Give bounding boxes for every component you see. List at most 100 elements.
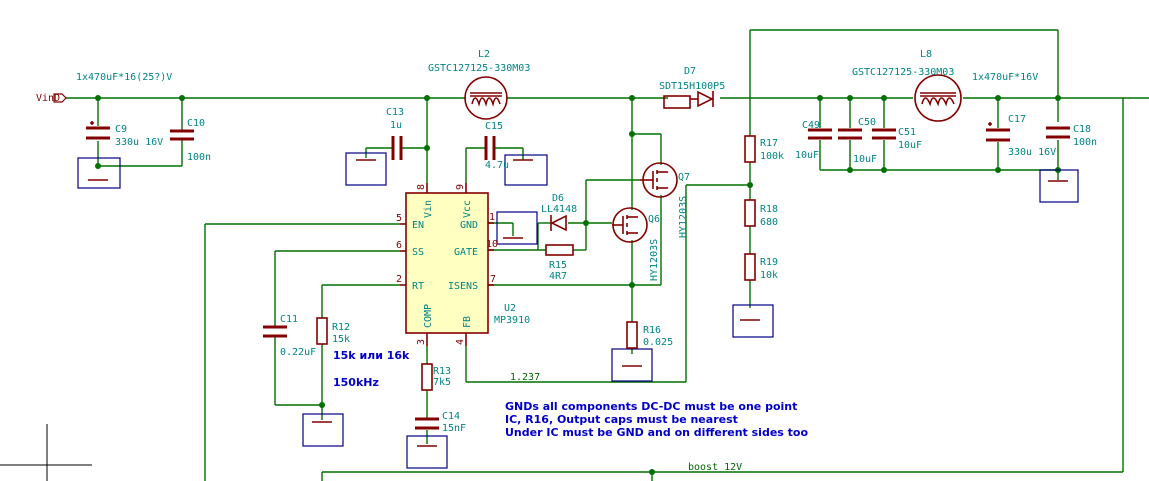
r13-value: 7k5 — [433, 377, 451, 388]
pin-number-8: 8 — [416, 184, 427, 190]
r15-ref: R15 — [549, 260, 567, 271]
l2-value: GSTC127125-330M03 — [428, 63, 530, 74]
capacitor-c11[interactable] — [263, 325, 287, 338]
pin-label-isens: ISENS — [448, 281, 478, 292]
ground-boxes — [77, 152, 1079, 469]
r16-ref: R16 — [643, 325, 661, 336]
l8-value: GSTC127125-330M03 — [852, 67, 954, 78]
d7-ref: D7 — [684, 66, 696, 77]
capacitor-c17[interactable] — [986, 122, 1010, 142]
pin-label-comp: COMP — [423, 304, 434, 328]
c50-value: 10uF — [853, 154, 877, 165]
diode-d6[interactable] — [550, 214, 567, 232]
net-label-vin: VinD — [36, 93, 60, 104]
l8-ref: L8 — [920, 49, 932, 60]
pin-number-4: 4 — [455, 339, 466, 345]
u2-ref: U2 — [504, 303, 516, 314]
c49-value: 10uF — [795, 150, 819, 161]
resistor-r18[interactable] — [744, 199, 756, 227]
r19-ref: R19 — [760, 257, 778, 268]
inductor-l2[interactable] — [464, 76, 508, 120]
c17-ref: C17 — [1008, 114, 1026, 125]
resistor-r12[interactable] — [316, 317, 328, 345]
diode-d7[interactable] — [663, 90, 714, 109]
r12-ref: R12 — [332, 322, 350, 333]
c18-value: 100n — [1073, 137, 1097, 148]
c50-ref: C50 — [858, 117, 876, 128]
r15-value: 4R7 — [549, 271, 567, 282]
q7-ref: Q7 — [678, 172, 690, 183]
net-label-fb: 1.237 — [510, 372, 540, 383]
pin-number-9: 9 — [455, 184, 466, 190]
resistor-r13[interactable] — [421, 363, 433, 391]
pin-number-6: 6 — [396, 240, 402, 251]
d6-value: LL4148 — [541, 204, 577, 215]
q6-value: HY1203S — [649, 239, 660, 281]
pin-label-en: EN — [412, 220, 424, 231]
r12-value: 15k — [332, 334, 350, 345]
c17-note: 1x470uF*16V — [972, 72, 1038, 83]
capacitor-c13[interactable] — [391, 136, 403, 160]
d6-ref: D6 — [552, 193, 564, 204]
resistor-r16[interactable] — [626, 321, 638, 349]
junctions — [95, 95, 1061, 475]
c9-ref: C9 — [115, 124, 127, 135]
cursor-crosshair — [0, 424, 92, 481]
r19-value: 10k — [760, 270, 778, 281]
d7-value: SDT15H100P5 — [659, 81, 725, 92]
q6-ref: Q6 — [648, 214, 660, 225]
net-label-boost: boost_12V — [688, 462, 742, 473]
capacitor-c50[interactable] — [838, 128, 862, 140]
l2-ref: L2 — [478, 49, 490, 60]
pin-label-ss: SS — [412, 247, 424, 258]
r18-ref: R18 — [760, 204, 778, 215]
c9-note: 1x470uF*16(25?)V — [76, 72, 172, 83]
capacitor-c9[interactable] — [86, 121, 110, 140]
r16-value: 0.025 — [643, 337, 673, 348]
r17-ref: R17 — [760, 138, 778, 149]
pin-label-gnd: GND — [460, 220, 478, 231]
pin-label-vin: Vin — [423, 200, 434, 218]
pin-label-fb: FB — [462, 316, 473, 328]
c18-ref: C18 — [1073, 124, 1091, 135]
resistor-r19[interactable] — [744, 253, 756, 281]
c14-value: 15nF — [442, 423, 466, 434]
r18-value: 680 — [760, 217, 778, 228]
resistor-r15[interactable] — [545, 244, 574, 256]
capacitor-c15[interactable] — [484, 136, 496, 160]
pin-number-2: 2 — [396, 274, 402, 285]
note-r12-alt: 15k или 16k — [333, 349, 410, 362]
c13-ref: C13 — [386, 107, 404, 118]
net-flag-vin — [53, 93, 67, 103]
pin-label-gate: GATE — [454, 247, 478, 258]
c17-value: 330u 16V — [1008, 147, 1056, 158]
wires — [66, 29, 1149, 481]
c51-ref: C51 — [898, 127, 916, 138]
q7-value: HY1203S — [678, 196, 689, 238]
capacitor-c18[interactable] — [1046, 126, 1070, 139]
c15-value: 4.7u — [485, 160, 509, 171]
capacitor-c10[interactable] — [170, 129, 194, 141]
capacitor-c14[interactable] — [415, 417, 439, 430]
c15-ref: C15 — [485, 121, 503, 132]
capacitor-c49[interactable] — [808, 128, 832, 140]
c11-ref: C11 — [280, 314, 298, 325]
mosfet-q6[interactable] — [612, 207, 648, 243]
mosfet-q7[interactable] — [640, 162, 678, 198]
c10-value: 100n — [187, 152, 211, 163]
pin-number-7: 7 — [490, 274, 496, 285]
c14-ref: C14 — [442, 411, 460, 422]
inductor-l8[interactable] — [914, 74, 962, 122]
pin-number-3: 3 — [416, 339, 427, 345]
c9-value: 330u 16V — [115, 137, 163, 148]
r13-ref: R13 — [433, 366, 451, 377]
u2-value: MP3910 — [494, 315, 530, 326]
pin-label-rt: RT — [412, 281, 424, 292]
capacitor-c51[interactable] — [872, 128, 896, 140]
ic-u2[interactable] — [400, 183, 494, 346]
c51-value: 10uF — [898, 140, 922, 151]
c10-ref: C10 — [187, 118, 205, 129]
pin-number-5: 5 — [396, 213, 402, 224]
resistor-r17[interactable] — [744, 135, 756, 163]
